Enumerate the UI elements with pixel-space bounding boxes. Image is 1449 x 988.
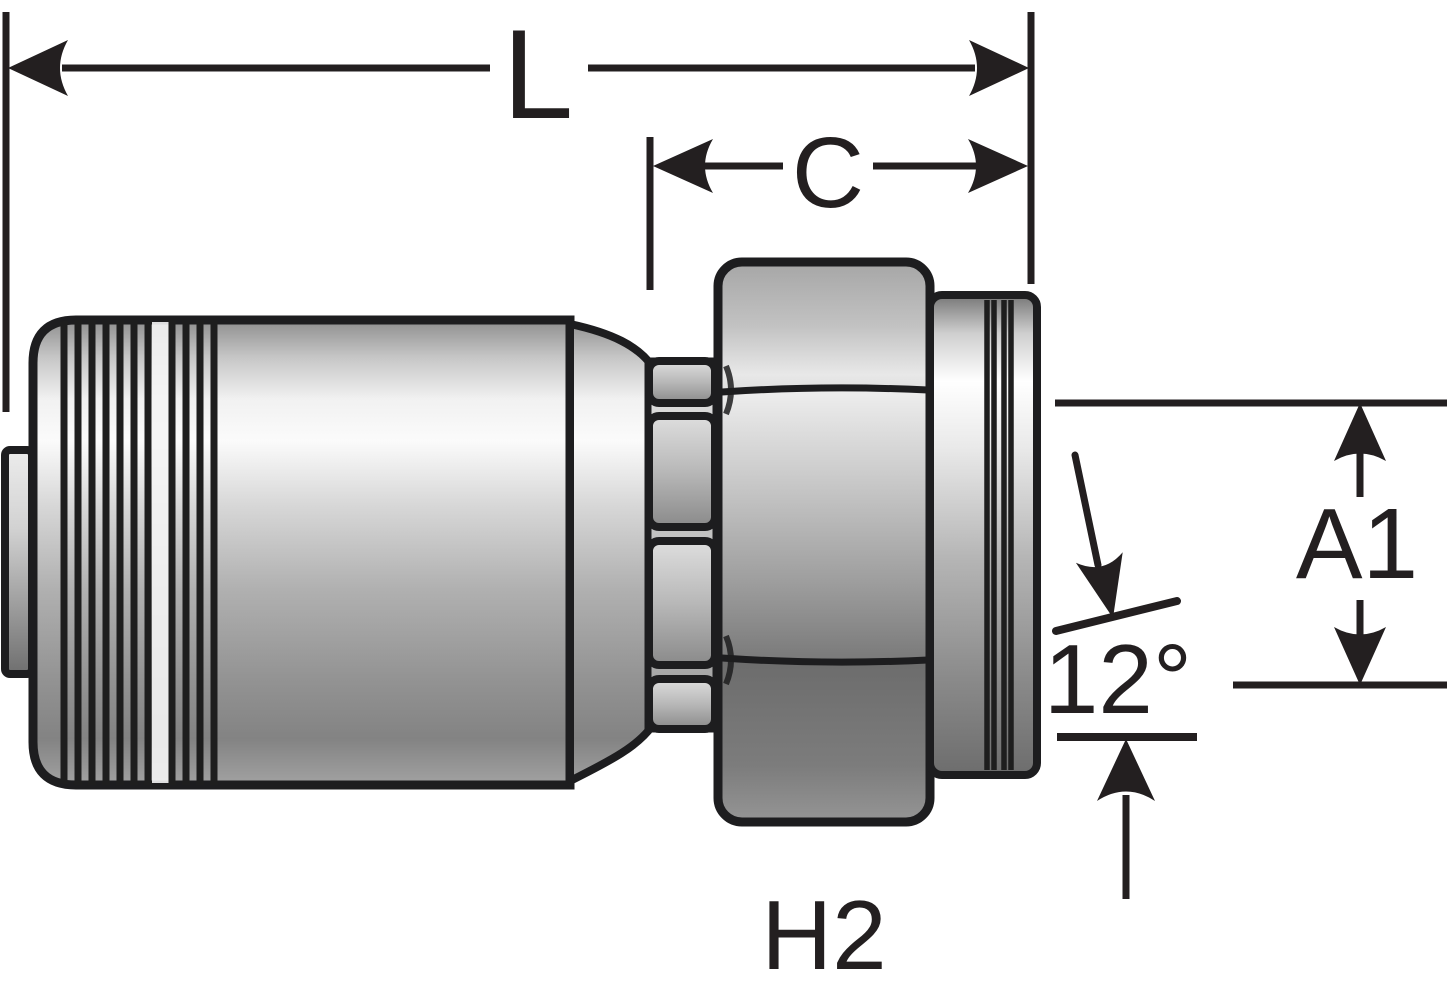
hex-chamfer-arc-upper xyxy=(723,364,734,416)
dim-L-label: L xyxy=(503,3,574,145)
seat-angle-leader-tail xyxy=(1071,451,1102,569)
hex-chamfer-arc-lower xyxy=(723,634,734,686)
spline-collar-4 xyxy=(645,675,719,733)
dim-L-arrow-right-icon xyxy=(969,40,1029,96)
dim-C-lines xyxy=(646,137,976,290)
ferrule-shell xyxy=(28,315,575,790)
dim-H2-label: H2 xyxy=(761,880,886,988)
dim-C-arrow-left-icon xyxy=(653,139,713,193)
hex-facet-middle xyxy=(718,390,930,660)
hose-nipple-stub xyxy=(1,446,36,678)
spline-collar-1 xyxy=(645,357,719,407)
seat-angle-reference-line xyxy=(1052,597,1181,635)
hex-facet-top xyxy=(718,262,930,390)
hex-facet-bottom xyxy=(718,660,930,822)
spline-collar-2 xyxy=(645,412,719,531)
thread-cylinder xyxy=(926,291,1041,779)
spline-collar-3 xyxy=(645,537,719,669)
hex-nut xyxy=(713,257,935,827)
hex-facet-edge-upper xyxy=(721,384,929,396)
hex-facet-edge-lower xyxy=(721,654,929,666)
taper-shoulder xyxy=(566,319,656,788)
dim-A1-arrow-up-icon xyxy=(1334,403,1386,461)
dim-L-arrow-left-icon xyxy=(8,40,68,96)
dim-L-lines xyxy=(2,12,1035,412)
dim-C-label: C xyxy=(792,117,864,229)
dim-A1-arrow-down-icon xyxy=(1334,627,1386,685)
serration-highlight-band xyxy=(152,322,169,783)
dim-A1-label: A1 xyxy=(1296,488,1418,600)
thread-end xyxy=(926,291,1041,779)
ferrule-serrations xyxy=(60,320,218,785)
seat-angle-leader-arrow-icon xyxy=(1075,552,1123,618)
seat-angle-label: 12° xyxy=(1044,624,1192,734)
dim-H2-arrow-up-icon xyxy=(1097,739,1155,801)
dim-A1-lines xyxy=(1055,399,1447,689)
thread-grooves xyxy=(984,300,1014,770)
dim-C-arrow-right-icon xyxy=(968,139,1028,193)
